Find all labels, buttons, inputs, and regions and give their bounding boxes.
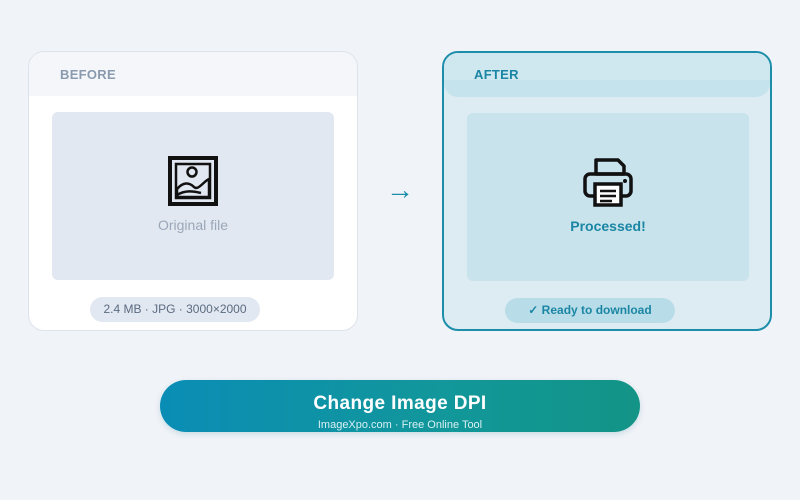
ready-to-download-badge[interactable]: ✓ Ready to download xyxy=(505,298,675,323)
after-label: AFTER xyxy=(474,67,519,82)
original-file-caption: Original file xyxy=(157,217,229,233)
change-image-dpi-button[interactable]: Change Image DPI ImageXpo.com · Free Onl… xyxy=(160,380,640,432)
processed-preview: Processed! xyxy=(467,113,749,281)
printer-icon xyxy=(582,156,634,208)
after-card-header-band xyxy=(444,80,770,97)
after-card-header xyxy=(444,53,770,80)
cta-subtitle: ImageXpo.com · Free Online Tool xyxy=(317,419,483,431)
processed-caption: Processed! xyxy=(570,218,646,234)
after-card: AFTER Processed! ✓ Ready to download xyxy=(442,51,772,331)
image-icon xyxy=(167,155,219,207)
before-label: BEFORE xyxy=(60,67,116,82)
arrow-right-icon: → xyxy=(386,174,414,205)
before-card: BEFORE Original file 2.4 MB · JPG · 3000… xyxy=(28,51,358,331)
file-info-badge: 2.4 MB · JPG · 3000×2000 xyxy=(90,297,260,322)
before-card-header xyxy=(29,52,357,96)
cta-title: Change Image DPI xyxy=(313,393,487,414)
original-preview: Original file xyxy=(52,112,334,280)
